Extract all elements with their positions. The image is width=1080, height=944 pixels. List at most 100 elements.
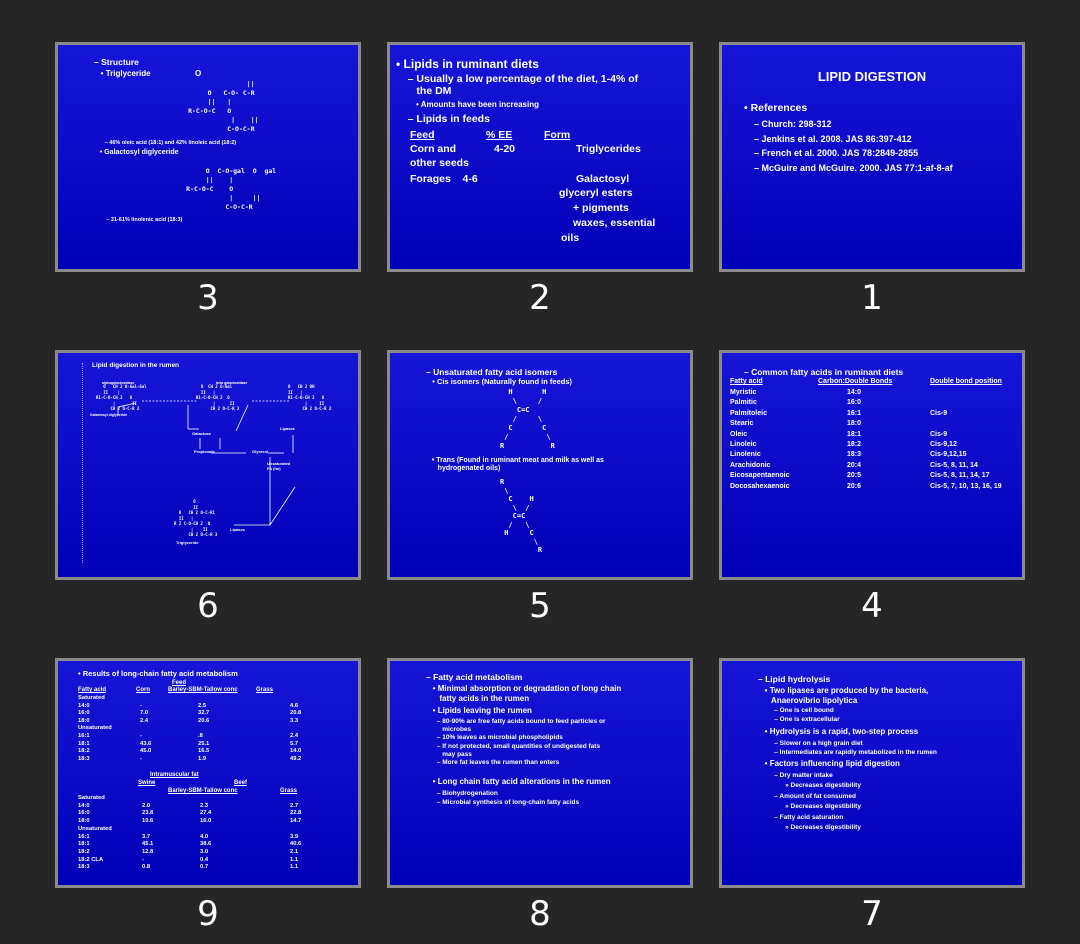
table-column: Cis-9 Cis-9 Cis-9,12 Cis-9,12,15 Cis-5, … xyxy=(930,409,1002,490)
dotted-margin xyxy=(82,363,84,563)
slide-number: 2 xyxy=(529,278,551,318)
table-column: 2.5 32.7 20.6 .8 25.1 16.5 1.9 xyxy=(198,702,210,762)
table-column: 2.7 22.8 14.7 3.9 40.6 2.1 1.1 1.1 xyxy=(290,802,302,871)
structure-glyphs: O CH 2 O-Gal-Gal II | R1-C-O-CH 2 O | II… xyxy=(96,384,147,411)
table-column: 4.6 20.8 3.3 2.4 5.7 14.0 49.2 xyxy=(290,702,302,762)
slide-thumbnail[interactable]: – Unsaturated fatty acid isomers • Cis i… xyxy=(387,350,693,580)
table-header: Grass xyxy=(280,788,298,794)
structure-glyphs: O CH 2 OH II | R1-C-O-CH 2 O | II CH 2 O… xyxy=(288,384,332,411)
table-cell: + pigments xyxy=(573,202,629,214)
table-cell: Galactosyl xyxy=(576,173,630,185)
diagram-label: Propionate xyxy=(194,449,215,454)
slide-text: – Dry matter intake » Decreases digestib… xyxy=(758,772,861,832)
slide-thumbnail[interactable]: – Structure • Triglyceride O || O C-O- C… xyxy=(55,42,361,272)
structure-glyphs: O II O CH 2 O-C-R1 II | R 2 C-O-CH 2 O |… xyxy=(174,499,218,537)
diagram-label: Unsaturated FA (fm) xyxy=(267,461,291,471)
slide-text: – Lipids in feeds xyxy=(396,113,490,125)
table-header: Grass xyxy=(256,687,274,693)
slide-text: – Lipid hydrolysis xyxy=(758,674,831,684)
slide-text: || O C-O- C-R || | R-C-O-C O | || C-O-C-… xyxy=(102,80,259,133)
diagram-label: Lipases xyxy=(280,426,295,431)
slide-number: 1 xyxy=(861,278,883,318)
slide-text: – 80-90% are free fatty acids bound to f… xyxy=(426,718,606,767)
slide-title: – Common fatty acids in ruminant diets xyxy=(744,367,904,377)
slide-text: – 31-61% linolenic acid (18:3) xyxy=(94,217,183,223)
table-header: Fatty acid xyxy=(730,378,763,385)
slide-text: • Factors influencing lipid digestion xyxy=(758,759,900,768)
slide-text: • Minimal absorption or degradation of l… xyxy=(426,684,622,703)
slide-title: LIPID DIGESTION xyxy=(817,69,927,84)
structure-glyphs: O CH 2 O-Gal II | R1-C-O-CH 2 O | II CH … xyxy=(196,384,240,411)
slide-number: 3 xyxy=(197,278,219,318)
table-header: Fatty acid xyxy=(78,687,107,693)
slide-number: 7 xyxy=(861,894,883,934)
slide-number: 4 xyxy=(861,586,883,626)
slide-title: Lipid digestion in the rumen xyxy=(92,362,180,369)
slide-thumbnail[interactable]: • Results of long-chain fatty acid metab… xyxy=(55,658,361,888)
table-header: Beef xyxy=(234,780,248,786)
slide-thumbnail[interactable]: Lipid digestion in the rumen alphagalact… xyxy=(55,350,361,580)
slide-text: • Amounts have been increasing xyxy=(396,100,539,109)
slide-thumbnail[interactable]: • Lipids in ruminant diets – Usually a l… xyxy=(387,42,693,272)
trans-structure: R \ C H \ / C=C / \ H C \ R xyxy=(500,478,543,554)
diagram-label: Lipases xyxy=(230,527,245,532)
table-column: Myristic Palmitic Palmitoleic Stearic Ol… xyxy=(730,389,790,490)
diagram-label: beta galactosidase xyxy=(216,381,248,385)
table-cell: oils xyxy=(561,232,580,244)
slide-number: 5 xyxy=(529,586,551,626)
slide-number: 6 xyxy=(197,586,219,626)
slide-text: • Cis isomers (Naturally found in feeds) xyxy=(426,377,572,386)
table-column: 2.0 23.8 10.6 3.7 45.1 12.8 - 0.8 xyxy=(142,802,154,871)
slide-text: – Unsaturated fatty acid isomers xyxy=(426,367,558,377)
table-cell: glyceryl esters xyxy=(559,187,633,199)
slide-text: – Biohydrogenation – Microbial synthesis… xyxy=(426,790,580,806)
table-header: Feed xyxy=(172,680,187,686)
slide-thumbnail[interactable]: – Common fatty acids in ruminant diets F… xyxy=(719,350,1025,580)
slide-text: – One is cell bound – One is extracellul… xyxy=(758,707,840,723)
table-column: 14:0 16:0 16:1 18:0 18:1 18:2 18:3 20:4 … xyxy=(847,389,862,490)
table-column: Saturated 14:0 16:0 18:0 Unsaturated 16:… xyxy=(78,695,112,762)
table-cell: Forages 4-6 xyxy=(410,173,478,185)
table-header: Carbon:Double Bonds xyxy=(818,378,893,385)
table-header: Feed xyxy=(410,129,435,141)
slide-text: • Trans (Found in ruminant meat and milk… xyxy=(426,457,604,472)
diagram-label: Glycerol xyxy=(252,449,269,454)
table-header: Barley-SBM-Tallow conc xyxy=(168,687,238,693)
slide-text: – Usually a low percentage of the diet, … xyxy=(396,73,639,97)
slide-thumbnail[interactable]: – Fatty acid metabolism • Minimal absorp… xyxy=(387,658,693,888)
table-cell: Triglycerides xyxy=(576,143,641,155)
slide-number: 8 xyxy=(529,894,551,934)
table-cell: Corn and xyxy=(410,143,457,155)
table-column: 2.3 27.4 16.0 4.0 38.6 3.0 0.4 0.7 xyxy=(200,802,212,871)
diagram-label: Triglyceride xyxy=(176,540,199,545)
slide-text: – Fatty acid metabolism xyxy=(426,672,523,682)
slide-thumbnail[interactable]: – Lipid hydrolysis • Two lipases are pro… xyxy=(719,658,1025,888)
table-header: Double bond position xyxy=(930,378,1002,385)
slide-text: – Slower on a high grain diet – Intermed… xyxy=(758,740,937,756)
slide-text: • Galactosyl diglyceride xyxy=(94,149,179,156)
table-cell: other seeds xyxy=(410,157,469,169)
slide-text: – Church: 298-312 – Jenkins et al. 2008.… xyxy=(744,119,953,173)
slide-title: • Results of long-chain fatty acid metab… xyxy=(78,669,238,678)
slide-text: • Lipids leaving the rumen xyxy=(426,706,532,715)
table-header: Corn xyxy=(136,687,150,693)
slide-text: – 46% oleic acid (18:1) and 42% linoleic… xyxy=(94,140,237,146)
slide-text: • References xyxy=(744,102,808,114)
slide-number: 9 xyxy=(197,894,219,934)
table-header: % EE xyxy=(486,129,513,141)
diagram-label: alphagalactosidase xyxy=(102,381,135,385)
table-header: Intramuscular fat xyxy=(150,772,199,778)
slide-text: – Structure xyxy=(94,57,139,67)
cis-structure: H H \ / C=C / \ C C / \ R R xyxy=(500,388,555,450)
table-column: - 7.0 2.4 - 43.6 45.0 - xyxy=(140,702,152,762)
diagram-label: Galactose xyxy=(192,431,212,436)
table-column: Saturated 14:0 16:0 18:0 Unsaturated 16:… xyxy=(78,795,112,871)
slide-thumbnail[interactable]: LIPID DIGESTION • References – Church: 2… xyxy=(719,42,1025,272)
slide-text: • Hydrolysis is a rapid, two-step proces… xyxy=(758,727,919,736)
slide-text: • Long chain fatty acid alterations in t… xyxy=(426,777,611,786)
table-cell: waxes, essential xyxy=(573,217,656,229)
table-header: Barley-SBM-Tallow conc xyxy=(168,788,238,794)
table-header: Swine xyxy=(138,780,156,786)
table-header: Form xyxy=(544,129,571,141)
slide-text: • Triglyceride O xyxy=(94,69,202,78)
